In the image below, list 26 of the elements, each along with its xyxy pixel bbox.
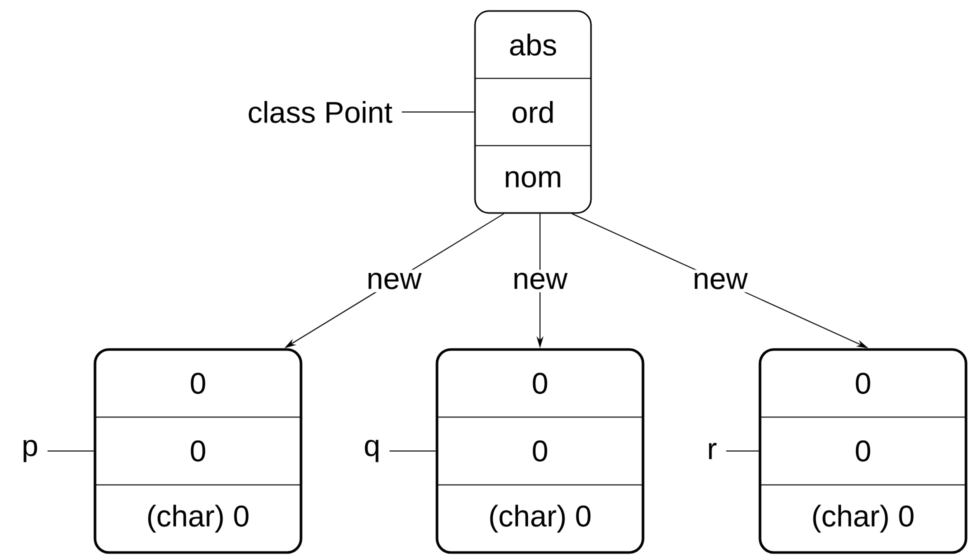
object-label: class Point (248, 100, 392, 124)
field-text: (char) 0 (813, 504, 914, 533)
field-text: nom (506, 171, 560, 188)
edge-label: new (510, 270, 571, 292)
record-box (436, 348, 644, 554)
edge-label: new (690, 270, 751, 292)
field-text: abs (510, 34, 556, 56)
field-text: 0 (190, 372, 206, 394)
field-text: 0 (532, 372, 548, 394)
leader-line (47, 450, 94, 452)
object-label: r (709, 442, 716, 460)
leader-line (726, 450, 760, 452)
field-text: ord (512, 100, 553, 124)
leader-line (389, 450, 436, 452)
edge-label: new (364, 270, 425, 292)
object-label: p (24, 440, 38, 462)
record-box (474, 10, 592, 214)
object-label: q (364, 440, 378, 462)
field-text: 0 (856, 440, 870, 462)
record-box (758, 348, 968, 554)
field-text: (char) 0 (148, 504, 248, 533)
record-box (94, 348, 302, 554)
field-text: 0 (190, 440, 206, 462)
field-text: (char) 0 (490, 504, 590, 533)
field-text: 0 (856, 372, 870, 394)
field-text: 0 (532, 440, 548, 462)
